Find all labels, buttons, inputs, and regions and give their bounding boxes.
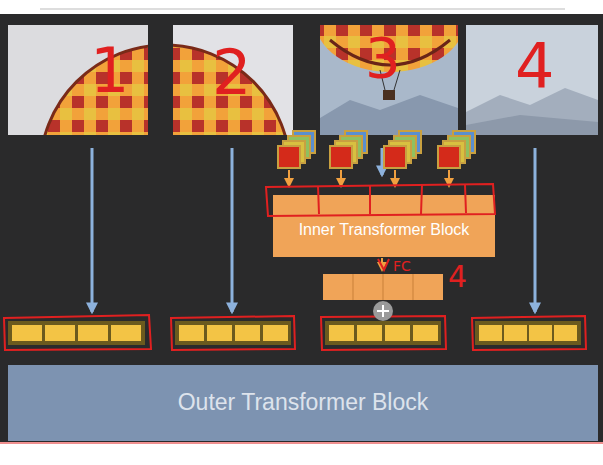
- page-margin: [0, 0, 603, 14]
- fc-output-bar: [323, 274, 443, 300]
- pixel-stacks: [278, 131, 475, 168]
- annotation-number: 4: [448, 262, 467, 292]
- token-row: [175, 321, 291, 345]
- outer-transformer-block: Outer Transformer Block: [8, 365, 598, 441]
- inner-transformer-block: Inner Transformer Block: [273, 195, 495, 257]
- token-row: [8, 321, 145, 345]
- token-row: [325, 321, 441, 345]
- fc-arrow: [381, 258, 383, 270]
- block-title: Outer Transformer Block: [178, 389, 429, 416]
- pixel-arrow: [289, 170, 449, 186]
- annotation-outline: [266, 184, 495, 216]
- callout-number: 4: [515, 36, 554, 98]
- bottom-rule: [0, 443, 603, 444]
- annotation-text: FC: [393, 259, 411, 273]
- top-rule: [40, 9, 565, 10]
- annotation-arrow: [378, 259, 389, 270]
- add-symbol: [373, 301, 393, 321]
- image-patch: [466, 25, 598, 135]
- slide-background: [0, 14, 603, 442]
- image-patch: [173, 25, 293, 135]
- token-arrow: [92, 148, 535, 312]
- annotation-outline: [4, 315, 586, 350]
- block-title: Inner Transformer Block: [299, 221, 470, 239]
- callout-number: 2: [212, 42, 251, 104]
- image-patch: [320, 25, 458, 135]
- image-patch: [8, 25, 148, 135]
- callout-number: 1: [90, 40, 129, 102]
- callout-number: 3: [365, 30, 401, 86]
- token-row: [475, 321, 581, 345]
